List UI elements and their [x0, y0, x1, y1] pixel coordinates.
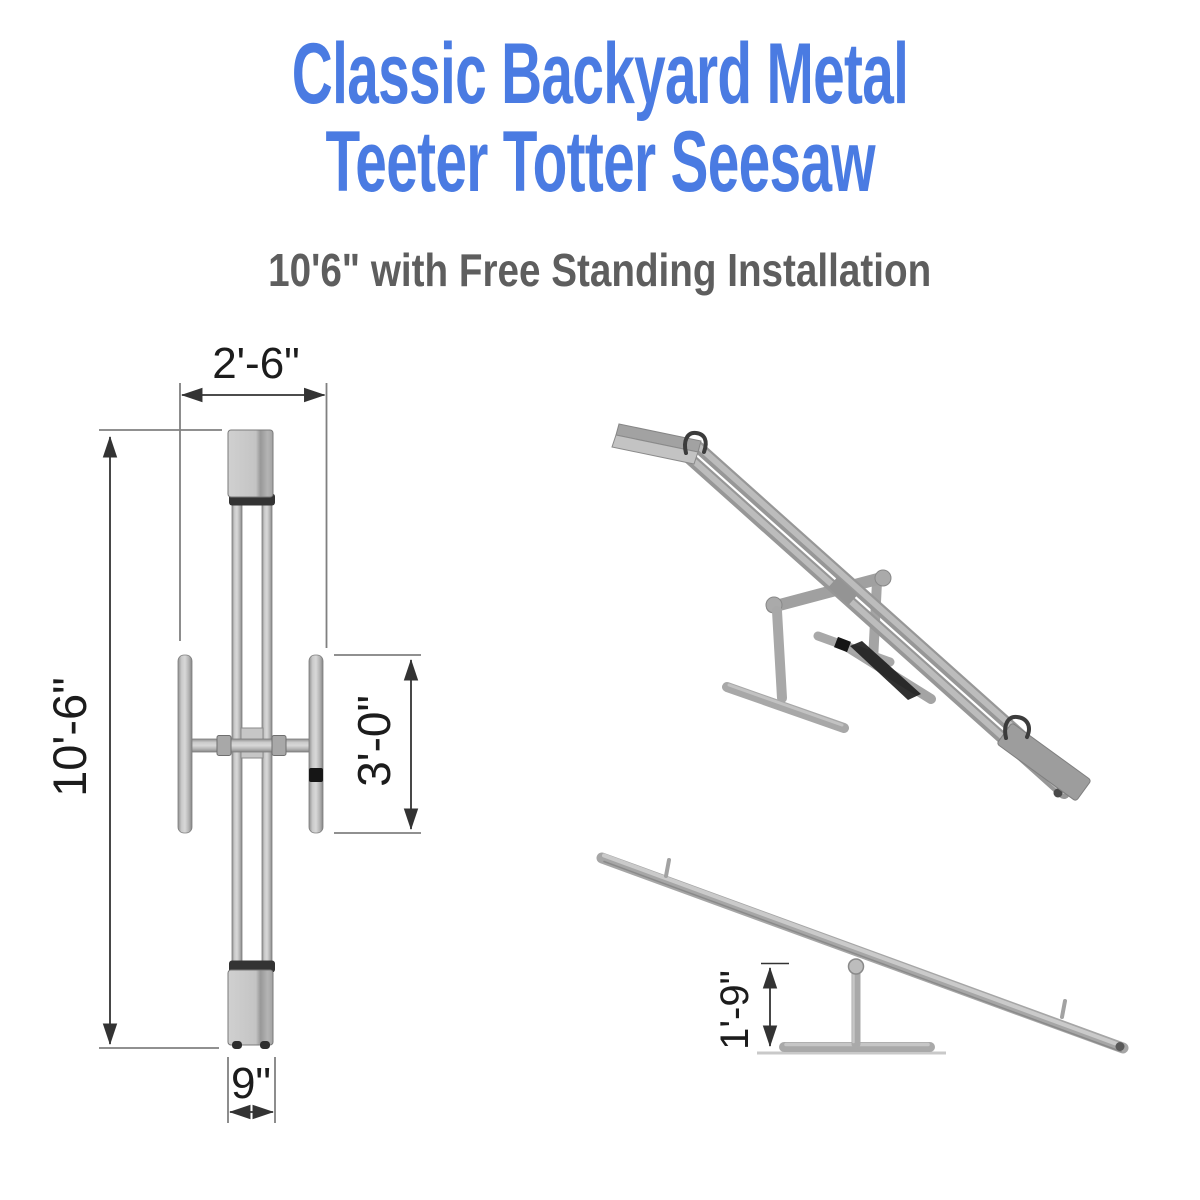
beam-coupler — [828, 576, 858, 606]
grip-tube-right — [308, 654, 324, 834]
dimension-lines — [102, 387, 419, 1120]
seat-3d-left — [611, 423, 708, 465]
top-view-seesaw — [177, 429, 324, 1049]
dim-label-handle-section: 3'-0" — [348, 695, 400, 787]
dim-label-seat-width: 9" — [231, 1059, 271, 1108]
grip-tube-left — [177, 654, 193, 834]
handlebar-band-3d — [834, 636, 851, 653]
crossbar-fitting-right — [271, 735, 287, 756]
stand-front-foot — [722, 682, 849, 733]
product-subtitle-text: 10'6" with Free Standing Installation — [268, 244, 932, 296]
crossbar-fitting-left — [216, 735, 232, 756]
beam-shadow — [850, 641, 921, 700]
seat-left-handle — [683, 430, 708, 455]
seat-right-handle — [1003, 714, 1031, 740]
dim-label-overall-length: 10'-6" — [43, 677, 96, 797]
product-title-line2: Teeter Totter Seesaw — [325, 114, 875, 210]
seat-bottom — [227, 969, 274, 1046]
beam-tube-upper-highlight — [693, 441, 1075, 783]
seat-top — [227, 429, 274, 498]
pivot-tube — [766, 571, 891, 613]
seat-bottom-cap-left — [232, 1041, 242, 1049]
extension-lines — [99, 383, 421, 1123]
beam-open-end — [1115, 1042, 1125, 1051]
product-title: Classic Backyard Metal Teeter Totter See… — [0, 30, 1200, 206]
stand-front-foot-highlight — [727, 683, 844, 727]
product-title-line1: Classic Backyard Metal — [291, 26, 909, 122]
seat-bottom-cap-right — [260, 1041, 270, 1049]
grip-band-mark — [309, 768, 323, 782]
beam-side-shadow-edge — [603, 860, 1122, 1053]
pivot-elbow-back — [874, 569, 892, 587]
beam-side-highlight — [602, 853, 1123, 1048]
beam-tube-lower-highlight — [684, 452, 1066, 794]
dim-label-pivot-height: 1'-9" — [713, 970, 757, 1050]
beam-tube-end-1 — [1053, 788, 1063, 798]
handle-side-right — [1060, 999, 1067, 1019]
side-view-drawing: 1'-9" — [596, 852, 1129, 1055]
handlebar-crossbar — [190, 738, 314, 753]
handle-side-left — [664, 858, 671, 878]
seat-right-board — [997, 723, 1091, 801]
top-view-drawing: 2'-6" 10'-6" 3'-0" 9" — [43, 339, 421, 1123]
stand-front-post — [772, 606, 787, 703]
seat-3d-right — [997, 714, 1091, 801]
perspective-view — [611, 423, 1091, 801]
seat-left-edge-face — [611, 434, 699, 465]
dim-label-handlebar-width: 2'-6" — [212, 339, 300, 388]
product-subtitle: 10'6" with Free Standing Installation — [0, 243, 1200, 297]
pivot-ball-side — [847, 958, 865, 975]
